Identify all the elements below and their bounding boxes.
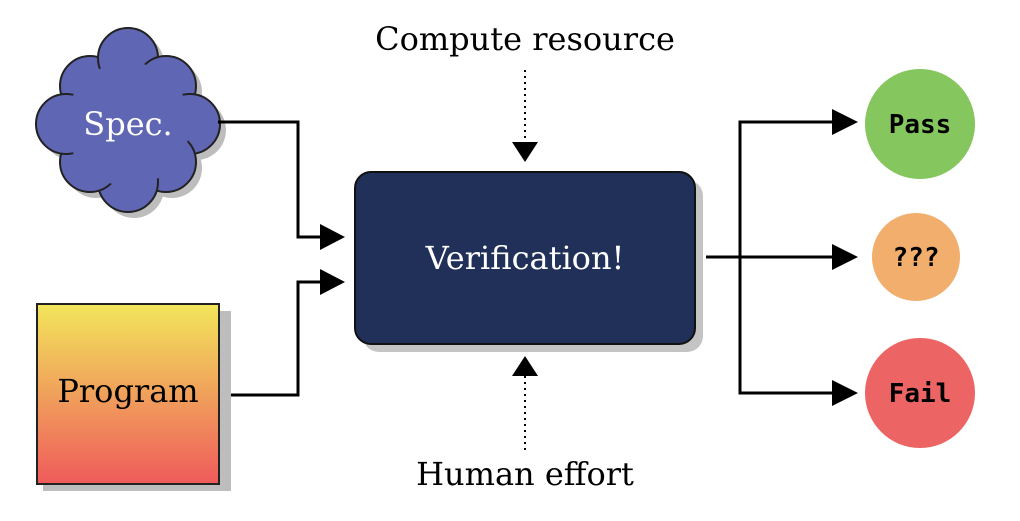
spec-label: Spec. [83, 105, 172, 143]
fail-label: Fail [889, 379, 952, 409]
verification-label: Verification! [425, 239, 625, 277]
spec-cloud: Spec. [35, 27, 226, 218]
human-effort-arrow [512, 356, 538, 450]
compute-resource-label: Compute resource [375, 20, 675, 58]
unknown-outcome: ??? [872, 213, 960, 301]
pass-label: Pass [889, 110, 952, 140]
human-effort-label: Human effort [416, 455, 634, 493]
verification-box: Verification! [354, 171, 703, 352]
program-box: Program [36, 303, 231, 491]
fail-outcome: Fail [865, 338, 975, 448]
spec-connector [218, 120, 345, 250]
program-label: Program [57, 372, 198, 410]
compute-resource-arrow [512, 70, 538, 162]
unknown-label: ??? [893, 243, 940, 273]
program-connector [231, 269, 345, 397]
pass-outcome: Pass [865, 69, 975, 179]
output-connectors [706, 109, 858, 406]
